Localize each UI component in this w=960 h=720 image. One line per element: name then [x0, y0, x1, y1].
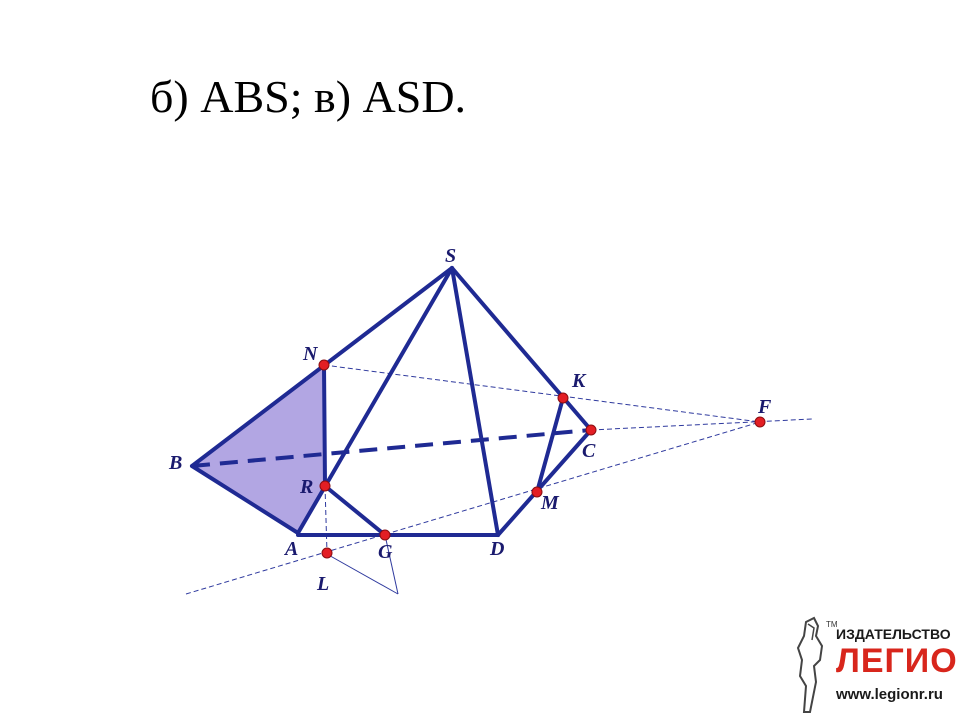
edge-b-a — [190, 464, 300, 535]
label-g: G — [378, 541, 393, 563]
aux-line-n-f — [323, 364, 761, 423]
section-points — [318, 359, 766, 559]
point-m — [531, 486, 543, 498]
auxiliary-lines — [185, 364, 813, 595]
aux-line-r-l — [324, 485, 328, 554]
point-g — [379, 529, 391, 541]
point-r — [319, 480, 331, 492]
edge-s-d — [450, 266, 500, 537]
logo-url: www.legionr.ru — [836, 686, 943, 703]
hidden-edge-b-c — [191, 428, 592, 468]
aux-line-r-g-extension — [384, 534, 399, 595]
label-a: A — [283, 538, 298, 560]
point-k — [557, 392, 569, 404]
point-c — [585, 424, 597, 436]
label-b: B — [168, 452, 182, 474]
logo-brand-name: ЛЕГИОН — [836, 642, 960, 680]
slide-title: б) ABS; в) ASD. — [150, 71, 467, 122]
segment-n-r — [322, 363, 327, 488]
label-r: R — [299, 476, 313, 498]
label-f: F — [757, 396, 772, 418]
label-k: K — [571, 370, 587, 392]
section-face-nbr — [192, 365, 325, 533]
aux-line-b-f-extension — [590, 418, 813, 431]
label-l: L — [316, 573, 329, 595]
publisher-logo: TM ИЗДАТЕЛЬСТВО ЛЕГИОН www.legionr.ru — [792, 612, 960, 720]
segment-k-m — [535, 396, 565, 494]
point-n — [318, 359, 330, 371]
label-s: S — [445, 245, 456, 267]
edge-d-c — [496, 428, 593, 537]
label-d: D — [489, 538, 504, 560]
point-l — [321, 547, 333, 559]
aux-line-lower-left — [324, 552, 399, 595]
label-c: C — [582, 440, 596, 462]
logo-tm: TM — [826, 620, 838, 629]
horse-logo-icon — [796, 616, 824, 713]
edge-s-c — [450, 266, 593, 432]
logo-publisher-text: ИЗДАТЕЛЬСТВО — [836, 626, 951, 642]
point-f — [754, 416, 766, 428]
label-n: N — [302, 343, 319, 365]
aux-line-l-f — [185, 421, 761, 595]
label-m: M — [540, 492, 560, 514]
segment-r-g — [323, 484, 387, 537]
